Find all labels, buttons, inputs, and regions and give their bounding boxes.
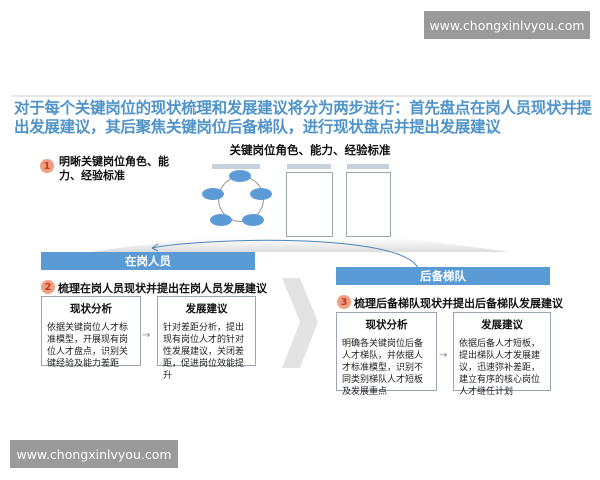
analysis-text: 依据关键岗位人才标准模型，开展现有岗位人才盘点，识别关键经验及能力差距 (47, 323, 129, 369)
step-number-1: 1 (40, 159, 54, 173)
divider (12, 95, 592, 97)
advice-title: 发展建议 (185, 303, 228, 315)
step-1-label: 明晰关键岗位角色、能力、经验标准 (59, 155, 169, 182)
advice-text: 针对差距分析，提出现有岗位人才的针对性发展建议，关闭差距，促进岗位效能提升 (163, 323, 245, 381)
arrow-right-icon: → (142, 330, 151, 341)
incumbent-analysis-box: 现状分析 依据关键岗位人才标准模型，开展现有岗位人才盘点，识别关键经验及能力差距 (41, 296, 141, 369)
incumbent-advice-box: 发展建议 针对差距分析，提出现有岗位人才的针对性发展建议，关闭差距，促进岗位效能… (157, 296, 256, 381)
successor-header: 后备梯队 (336, 267, 550, 285)
chevron-right-icon (282, 278, 318, 368)
watermark-bottom: www.chongxinlvyou.com (10, 440, 178, 468)
advice-text: 依据后备人才短板，提出梯队人才发展建议，迅速弥补差距，建立有序的核心岗位人才继任… (459, 339, 541, 397)
successor-advice-box: 发展建议 依据后备人才短板，提出梯队人才发展建议，迅速弥补差距，建立有序的核心岗… (453, 312, 551, 397)
step-number-3: 3 (337, 295, 351, 309)
analysis-text: 明确各关键岗位后备人才梯队，并依据人才标准模型，识别不同类别梯队人才短板及发展重… (342, 339, 424, 397)
funnel-shape (90, 238, 510, 252)
analysis-title: 现状分析 (365, 319, 408, 331)
page-title: 对于每个关键岗位的现状梳理和发展建议将分为两步进行：首先盘点在岗人员现状并提出发… (14, 99, 592, 136)
step-3-label: 梳理后备梯队现状并提出后备梯队发展建议 (354, 297, 563, 310)
watermark-top: www.chongxinlvyou.com (424, 11, 590, 39)
step-number-2: 2 (41, 280, 55, 294)
standards-heading: 关键岗位角色、能力、经验标准 (229, 143, 391, 157)
arrow-right-icon: → (439, 350, 448, 361)
incumbent-header: 在岗人员 (41, 252, 255, 270)
step-2-label: 梳理在岗人员现状并提出在岗人员发展建议 (58, 282, 267, 295)
advice-title: 发展建议 (481, 319, 523, 331)
analysis-title: 现状分析 (70, 303, 112, 315)
successor-analysis-box: 现状分析 明确各关键岗位后备人才梯队，并依据人才标准模型，识别不同类别梯队人才短… (336, 312, 437, 397)
standards-diagram-image (200, 162, 391, 237)
